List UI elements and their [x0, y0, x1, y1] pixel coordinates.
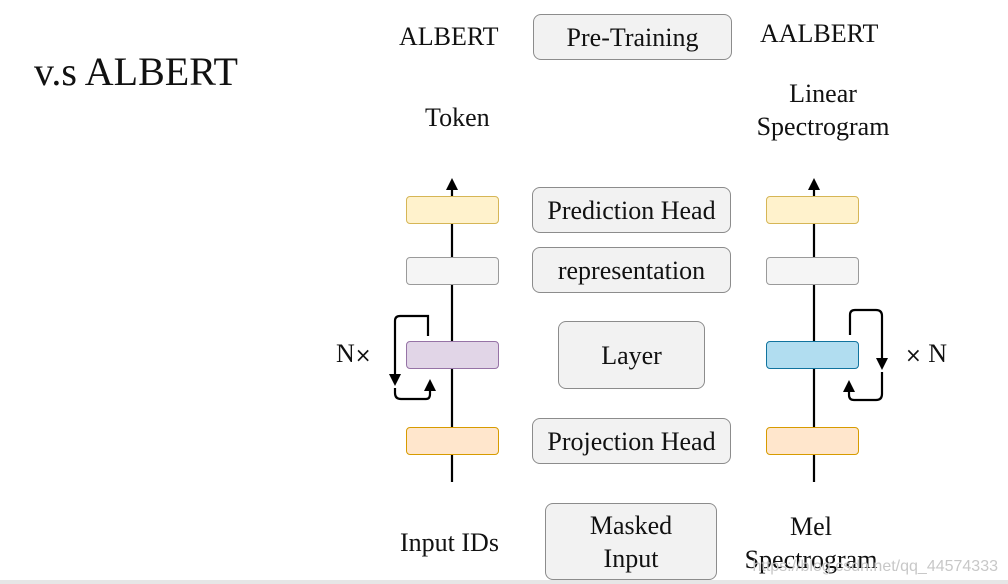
- mel-spectrogram-label: Mel Spectrogram: [744, 512, 878, 574]
- pretraining-label: Pre-Training: [566, 22, 699, 52]
- layer-box: Layer: [558, 321, 705, 389]
- right-up-arrow-icon: [808, 178, 820, 190]
- left-up-arrow-icon: [446, 178, 458, 190]
- prediction-head-box: Prediction Head: [532, 187, 731, 233]
- linear-spectrogram-label: Linear Spectrogram: [756, 79, 890, 141]
- page-title: v.s ALBERT: [34, 49, 238, 94]
- right-repeat-x: ×: [905, 343, 922, 367]
- albert-representation-block: [406, 257, 499, 285]
- albert-layer-block: [406, 341, 499, 369]
- representation-label: representation: [557, 255, 706, 285]
- bottom-divider: [0, 580, 1008, 584]
- left-repeat-n: N: [336, 339, 355, 368]
- watermark: https://blog.csdn.net/qq_44574333: [752, 558, 998, 575]
- right-loop-down: [848, 308, 884, 360]
- projection-head-box: Projection Head: [532, 418, 731, 464]
- masked-input-box: Masked Input: [545, 503, 717, 580]
- token-label: Token: [425, 103, 490, 132]
- left-loop-down: [393, 314, 430, 376]
- aalbert-header: AALBERT: [760, 19, 879, 48]
- left-loop-down-arrow-icon: [389, 374, 401, 386]
- left-repeat-x: ×: [354, 343, 372, 367]
- left-loop-up: [393, 388, 432, 401]
- left-loop-up-arrow-icon: [424, 379, 436, 391]
- pretraining-box: Pre-Training: [533, 14, 732, 60]
- aalbert-projection-head-block: [766, 427, 859, 455]
- layer-label: Layer: [601, 340, 662, 370]
- aalbert-representation-block: [766, 257, 859, 285]
- input-ids-label: Input IDs: [400, 528, 499, 557]
- right-repeat-label: × N: [905, 339, 947, 369]
- projection-head-label: Projection Head: [547, 426, 716, 456]
- masked-input-label: Masked Input: [589, 510, 673, 573]
- prediction-head-label: Prediction Head: [547, 195, 716, 225]
- albert-prediction-head-block: [406, 196, 499, 224]
- right-loop-up: [847, 372, 884, 402]
- albert-header: ALBERT: [399, 22, 499, 51]
- right-loop-up-arrow-icon: [843, 380, 855, 392]
- right-repeat-n: N: [928, 339, 948, 368]
- albert-projection-head-block: [406, 427, 499, 455]
- right-loop-down-arrow-icon: [876, 358, 888, 370]
- representation-box: representation: [532, 247, 731, 293]
- aalbert-prediction-head-block: [766, 196, 859, 224]
- aalbert-layer-block: [766, 341, 859, 369]
- left-repeat-label: N×: [336, 339, 372, 369]
